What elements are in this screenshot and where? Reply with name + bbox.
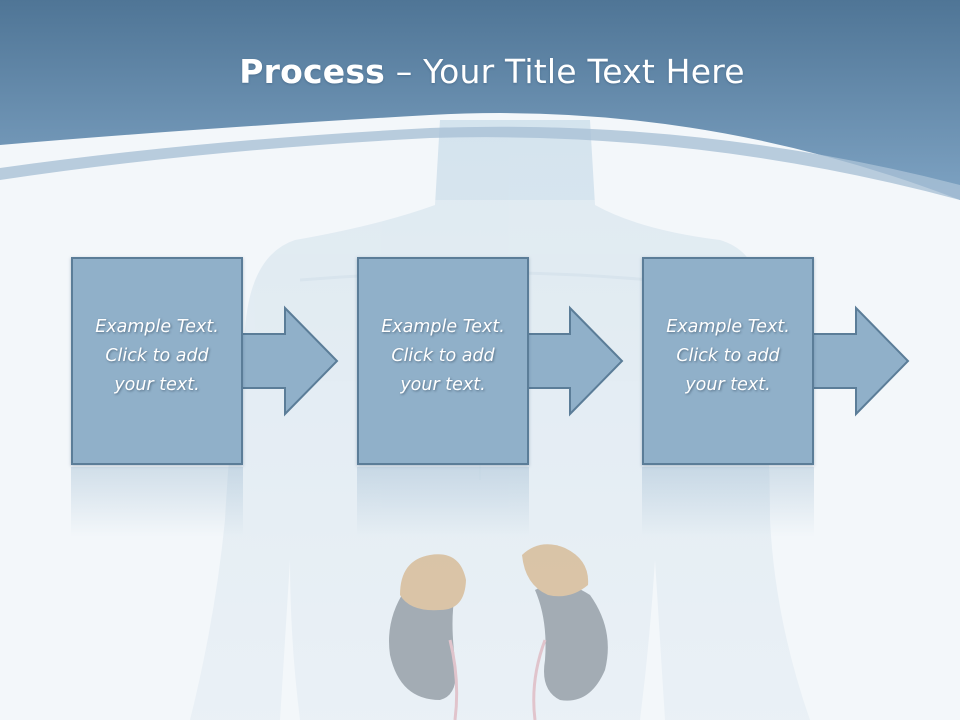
step-text: Example Text. Click to add your text. (73, 313, 241, 400)
step-line: Click to add (676, 346, 780, 366)
step-line: Example Text. (666, 317, 790, 337)
kidney-right-icon (522, 544, 608, 720)
step-text: Example Text. Click to add your text. (644, 313, 812, 400)
title-rest: – Your Title Text Here (385, 52, 745, 91)
process-step-2[interactable]: Example Text. Click to add your text. (357, 257, 529, 465)
step-reflection (357, 467, 529, 537)
step-line: Click to add (391, 346, 495, 366)
step-line: your text. (114, 375, 200, 395)
process-step-3[interactable]: Example Text. Click to add your text. (642, 257, 814, 465)
arrow-right-icon (526, 305, 624, 417)
step-line: Click to add (105, 346, 209, 366)
step-reflection (71, 467, 243, 537)
arrow-right-icon (241, 305, 339, 417)
step-line: your text. (685, 375, 771, 395)
title-bold: Process (239, 52, 386, 91)
step-line: your text. (400, 375, 486, 395)
header-band (0, 0, 960, 200)
step-text: Example Text. Click to add your text. (359, 313, 527, 400)
kidney-left-icon (389, 554, 466, 720)
header-swoosh (0, 126, 960, 200)
slide-title[interactable]: Process – Your Title Text Here (0, 52, 960, 91)
step-line: Example Text. (95, 317, 219, 337)
arrow-right-icon (812, 305, 910, 417)
step-line: Example Text. (381, 317, 505, 337)
step-reflection (642, 467, 814, 537)
process-step-1[interactable]: Example Text. Click to add your text. (71, 257, 243, 465)
